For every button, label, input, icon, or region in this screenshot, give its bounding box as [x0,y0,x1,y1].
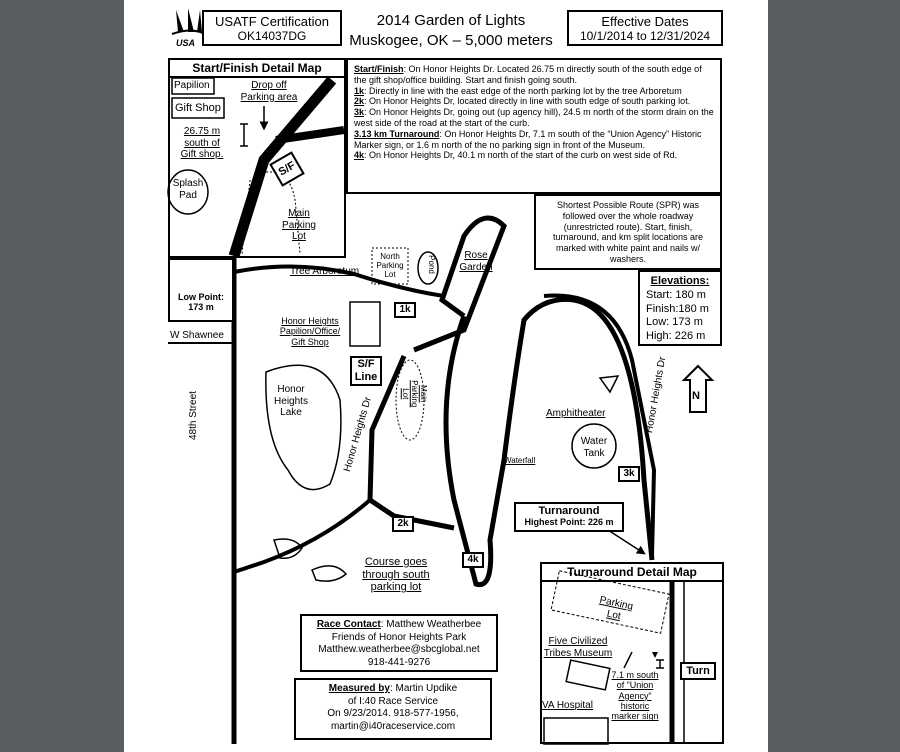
rose-garden-label: Rose Garden [459,250,493,273]
note-3k: 3k: On Honor Heights Dr, going out (up a… [354,107,714,128]
note-start-finish: Start/Finish: On Honor Heights Dr. Locat… [354,64,702,85]
waterfall-label: Waterfall [504,456,536,465]
va-hospital-label: VA Hospital [542,700,593,711]
note-turnaround: 3.13 km Turnaround: On Honor Heights Dr,… [354,128,702,150]
elevation-high: High: 226 m [646,330,706,342]
contact-email[interactable]: Matthew.weatherbee@sbcglobal.net [318,644,480,655]
elevation-finish: Finish:180 m [646,302,709,315]
marker-3k: 3k [618,466,640,482]
sf-line-marker: S/F Line [350,356,382,386]
race-contact-box: Race Contact: Matthew Weatherbee Friends… [300,614,498,672]
detail-map-drawing [167,76,345,258]
measured-line: Measured by: Martin Updike [328,683,458,694]
gift-shop-label: Gift Shop [175,102,221,114]
amphitheater-label: Amphitheater [546,408,606,419]
turnaround-box: Turnaround Highest Point: 226 m [514,502,624,532]
w-shawnee-label: W Shawnee [170,330,224,341]
contact-org: Friends of Honor Heights Park [331,631,467,643]
dates-box: Effective Dates 10/1/2014 to 12/31/2024 [567,10,723,46]
measured-email[interactable]: martin@i40raceservice.com [330,720,456,732]
papilion-label: Papilion [174,80,210,91]
elevation-low: Low: 173 m [646,316,703,329]
cert-box: USATF Certification OK14037DG [202,10,342,46]
lake-label: Honor Heights Lake [274,384,308,418]
splash-pad-label: Splash Pad [172,178,204,201]
elevations-title: Elevations: [650,275,710,287]
turnaround-map-title: Turnaround Detail Map [542,564,722,582]
measured-by-box: Measured by: Martin Updike of I:40 Race … [294,678,492,740]
tree-arboretum-label: Tree Arboretum [290,266,360,277]
contact-phone: 918-441-9276 [367,656,431,668]
drop-off-label: Drop off Parking area [240,80,298,103]
note-2k: 2k: On Honor Heights Dr, located directl… [354,96,691,107]
museum-label: Five Civilized Tribes Museum [543,636,613,659]
marker-1k: 1k [394,302,416,318]
logo-text: USA [176,38,196,48]
office-label: Honor Heights Papilion/Office/ Gift Shop [279,316,341,347]
cert-title: USATF Certification [215,14,329,29]
cert-code: OK14037DG [237,29,307,43]
note-4k: 4k: On Honor Heights Dr, 40.1 m north of… [354,150,678,161]
left-gutter [0,0,124,752]
marker-2k: 2k [392,516,414,532]
north-lot-label: North Parking Lot [376,252,404,280]
measured-org: of I:40 Race Service [347,695,439,707]
right-gutter [768,0,900,752]
contact-line: Race Contact: Matthew Weatherbee [316,619,482,630]
turnaround-label: Turnaround [538,505,600,517]
measured-date: On 9/23/2014. 918-577-1956, [327,708,459,719]
start-finish-detail-map: Start/Finish Detail Map [168,58,346,258]
note-1k: 1k: Directly in line with the east edge … [354,85,682,96]
turnaround-note: 7.1 m south of “Union Agency” historic m… [611,670,659,722]
north-arrow-icon: N [692,390,700,402]
dates-title: Effective Dates [601,14,689,29]
dates-range: 10/1/2014 to 12/31/2024 [579,29,711,43]
highest-point-label: Highest Point: 226 m [524,517,614,527]
turnaround-map-drawing [543,570,685,745]
marker-4k: 4k [462,552,484,568]
detail-map-title: Start/Finish Detail Map [170,60,344,78]
notes-box: Start/Finish: On Honor Heights Dr. Locat… [346,58,722,194]
distance-note: 26.75 m south of Gift shop. [180,126,224,160]
race-subtitle: Muskogee, OK – 5,000 meters [349,32,553,49]
map-page: USA USATF Certification OK14037DG 2014 G… [124,0,768,752]
elevations-box: Elevations: Start: 180 m Finish:180 m Lo… [638,270,722,346]
race-title: 2014 Garden of Lights [376,12,526,29]
main-lot-label: Main Parking Lot [282,208,316,242]
turnaround-detail-map: Turnaround Detail Map [540,562,724,744]
water-tank-label: Water Tank [580,436,608,459]
spr-note: Shortest Possible Route (SPR) was follow… [534,194,722,270]
turn-marker: Turn [680,662,716,680]
low-point-box: Low Point: 173 m [168,258,234,322]
elevation-start: Start: 180 m [646,288,706,301]
course-south-note: Course goes through south parking lot [362,556,430,594]
